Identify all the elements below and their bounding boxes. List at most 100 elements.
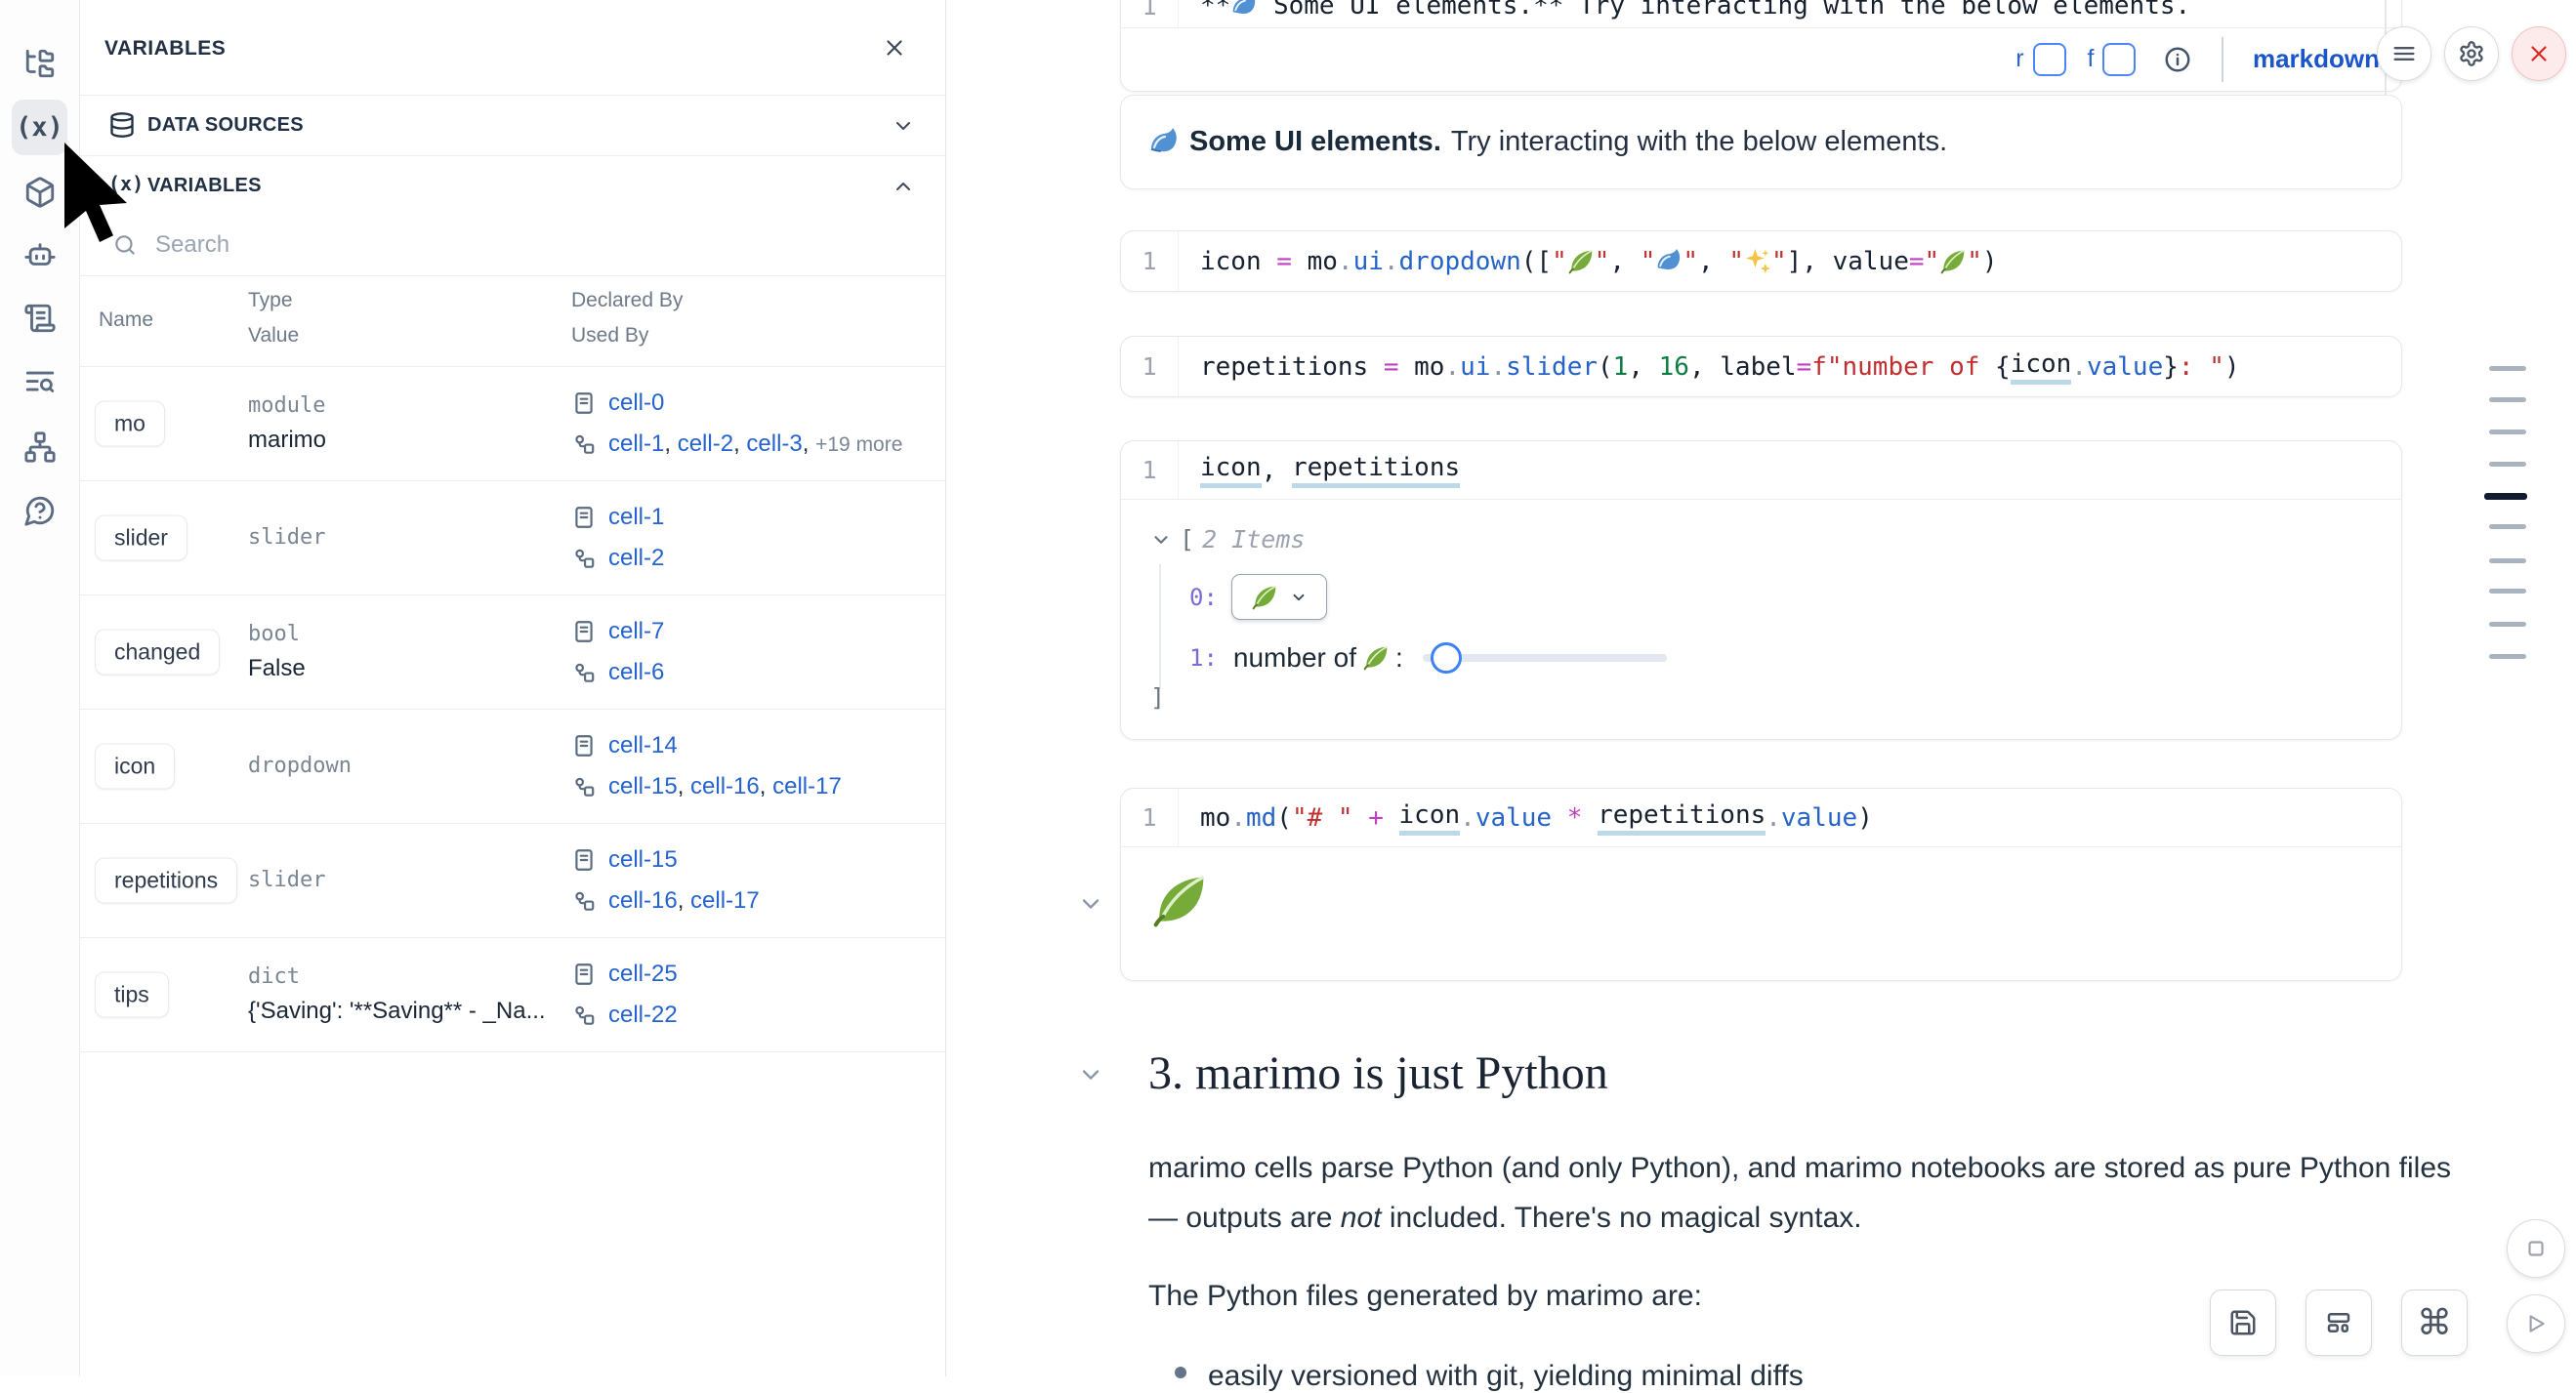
search-icon <box>112 232 138 258</box>
stop-button[interactable] <box>2507 1219 2565 1278</box>
file-tree-icon[interactable] <box>12 35 67 91</box>
cell-link[interactable]: cell-2 <box>677 430 734 457</box>
leaf-emoji-icon <box>1362 644 1390 672</box>
r-checkbox[interactable] <box>2032 42 2066 76</box>
code-line[interactable]: mo.md("# " + icon.value * repetitions.va… <box>1179 789 1873 846</box>
f-checkbox[interactable] <box>2102 42 2137 76</box>
code-line[interactable]: repetitions = mo.ui.slider(1, 16, label=… <box>1179 337 2240 396</box>
cell-link[interactable]: cell-17 <box>772 772 842 799</box>
collapse-chevron-icon[interactable] <box>1077 1061 1104 1088</box>
info-icon[interactable] <box>2163 45 2192 74</box>
data-sources-section[interactable]: DATA SOURCES <box>79 95 945 156</box>
chevron-up-icon[interactable] <box>892 175 915 198</box>
dependencies-icon[interactable] <box>12 419 67 474</box>
declared-by-icon <box>571 619 597 644</box>
cell-link[interactable]: cell-2 <box>608 544 665 571</box>
language-label[interactable]: markdown <box>2252 44 2380 73</box>
cell-mark[interactable] <box>2489 654 2526 659</box>
cell-link[interactable]: cell-6 <box>608 658 665 685</box>
variables-icon[interactable]: (x) <box>12 100 67 155</box>
wave-emoji-icon <box>1230 0 1258 20</box>
code-line[interactable]: icon = mo.ui.dropdown(["", "", ""], valu… <box>1200 246 1998 276</box>
code-cell: 1 repetitions = mo.ui.slider(1, 16, labe… <box>1120 336 2402 397</box>
bullet-marker <box>1175 1367 1186 1378</box>
variable-name-chip[interactable]: icon <box>95 743 176 789</box>
variable-type: module <box>248 392 326 418</box>
md-text: Try interacting with the below elements. <box>1450 126 1948 157</box>
search-input[interactable] <box>153 225 880 265</box>
close-icon[interactable] <box>882 35 907 61</box>
cell-link[interactable]: cell-14 <box>608 731 678 758</box>
used-links: cell-22 <box>608 1002 678 1029</box>
cell-link[interactable]: cell-17 <box>690 886 760 914</box>
layout-button[interactable] <box>2306 1290 2372 1356</box>
cell-link[interactable]: cell-1 <box>608 503 665 530</box>
used-by-icon <box>571 888 597 914</box>
slider-thumb[interactable] <box>1430 642 1462 674</box>
variable-type: dict <box>248 963 300 989</box>
markdown-editor-cell: 1 ** Some UI elements.** Try interacting… <box>1120 0 2402 92</box>
cell-link[interactable]: cell-25 <box>608 960 678 987</box>
slider-label-colon: : <box>1394 642 1403 673</box>
cell-mark[interactable] <box>2489 397 2526 402</box>
used-by-icon <box>571 1003 597 1028</box>
save-button[interactable] <box>2210 1290 2276 1356</box>
cell-mark[interactable] <box>2489 524 2526 529</box>
cell-link[interactable]: cell-15 <box>608 772 678 799</box>
cell-link[interactable]: cell-3 <box>746 430 803 457</box>
declared-by-icon <box>571 505 597 530</box>
line-number: 1 <box>1121 789 1179 846</box>
variable-name-chip[interactable]: mo <box>95 400 165 446</box>
cell-mark[interactable] <box>2489 589 2526 594</box>
ai-bot-icon[interactable] <box>12 227 67 283</box>
variable-value: marimo <box>248 426 327 453</box>
repetitions-slider[interactable] <box>1422 642 1667 674</box>
index-label: 0: <box>1189 583 1218 611</box>
close-app-button[interactable] <box>2512 26 2566 81</box>
cell-mark[interactable] <box>2489 462 2526 467</box>
cell-mark[interactable] <box>2489 558 2526 563</box>
used-links: cell-15, cell-16, cell-17 <box>608 772 842 799</box>
variable-name-chip[interactable]: repetitions <box>95 857 238 903</box>
cell-link[interactable]: cell-1 <box>608 430 665 457</box>
code-line[interactable]: ** Some UI elements.** Try interacting w… <box>1179 0 2190 27</box>
wave-emoji-icon <box>1655 248 1683 275</box>
slider-label: number of <box>1232 642 1356 673</box>
run-button[interactable] <box>2507 1294 2565 1353</box>
cell-mark[interactable] <box>2489 622 2526 627</box>
cell-link[interactable]: cell-22 <box>608 1001 678 1028</box>
keyboard-shortcuts-button[interactable]: ⌘ <box>2401 1290 2468 1356</box>
helper-panel-rail: (x) <box>0 0 80 1376</box>
cell-mark[interactable] <box>2489 430 2526 434</box>
cell-link[interactable]: cell-0 <box>608 389 665 416</box>
variable-name-chip[interactable]: tips <box>95 971 169 1017</box>
more-cells-label[interactable]: +19 more <box>815 432 903 456</box>
cell-link[interactable]: cell-16 <box>690 772 760 799</box>
panel-header: VARIABLES <box>79 0 945 96</box>
chevron-down-icon[interactable] <box>892 114 915 138</box>
cell-link[interactable]: cell-7 <box>608 617 665 644</box>
chevron-down-icon[interactable] <box>1150 529 1172 551</box>
variables-section[interactable]: (x) VARIABLES <box>79 155 945 216</box>
logs-search-icon[interactable] <box>12 354 67 410</box>
variable-name-chip[interactable]: slider <box>95 514 187 560</box>
database-icon <box>108 111 136 139</box>
cell-mark[interactable] <box>2489 366 2526 371</box>
cell-link[interactable]: cell-16 <box>608 886 678 914</box>
open-bracket: [ <box>1180 525 1195 553</box>
menu-button[interactable] <box>2377 26 2431 81</box>
package-icon[interactable] <box>12 164 67 220</box>
settings-button[interactable] <box>2444 26 2499 81</box>
collapse-chevron-icon[interactable] <box>1077 890 1104 918</box>
cell-link[interactable]: cell-15 <box>608 845 678 873</box>
code-line[interactable]: icon, repetitions <box>1179 441 1461 499</box>
snippets-icon[interactable] <box>12 290 67 346</box>
icon-dropdown[interactable] <box>1230 574 1327 620</box>
variable-name-chip[interactable]: changed <box>95 629 221 675</box>
help-icon[interactable] <box>12 482 67 538</box>
panel-title: VARIABLES <box>104 37 227 60</box>
cell-mark-active[interactable] <box>2484 493 2527 500</box>
markdown-toolbar: r f markdown <box>1121 27 2401 90</box>
table-row: mo module marimo cell-0 cell-1, cell-2, … <box>79 366 945 481</box>
italic-text: not <box>1340 1202 1382 1234</box>
